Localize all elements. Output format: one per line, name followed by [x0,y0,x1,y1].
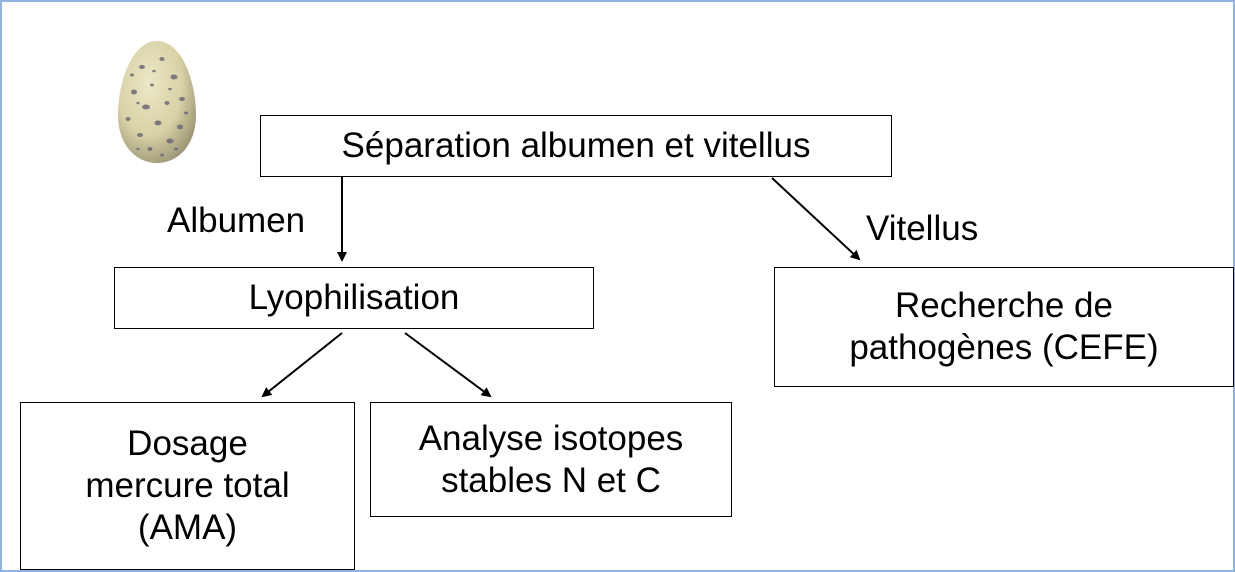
speckled-egg-icon [118,41,196,163]
arrow-to-isotopes [404,332,492,398]
node-dosage-line-2: mercure total [85,466,290,505]
node-separation: Séparation albumen et vitellus [260,115,892,177]
label-albumen: Albumen [167,201,306,240]
node-lyophilisation-text: Lyophilisation [248,278,460,317]
node-isotopes-line-1: Analyse isotopes [418,418,684,458]
node-pathogenes-line-1: Recherche de [895,286,1113,325]
node-dosage-line-3: (AMA) [137,508,238,547]
arrow-to-dosage [261,332,343,398]
node-pathogenes-line-2: pathogènes (CEFE) [849,328,1159,367]
node-separation-text: Séparation albumen et vitellus [341,126,811,165]
node-isotopes: Analyse isotopes stables N et C [370,402,732,517]
node-dosage-line-1: Dosage [127,424,248,463]
arrow-vitellus [771,177,861,261]
node-isotopes-line-2: stables N et C [441,460,661,500]
node-lyophilisation: Lyophilisation [114,267,594,329]
node-dosage: Dosage mercure total (AMA) [20,402,355,570]
node-pathogenes: Recherche de pathogènes (CEFE) [774,267,1234,387]
label-vitellus: Vitellus [866,209,979,248]
